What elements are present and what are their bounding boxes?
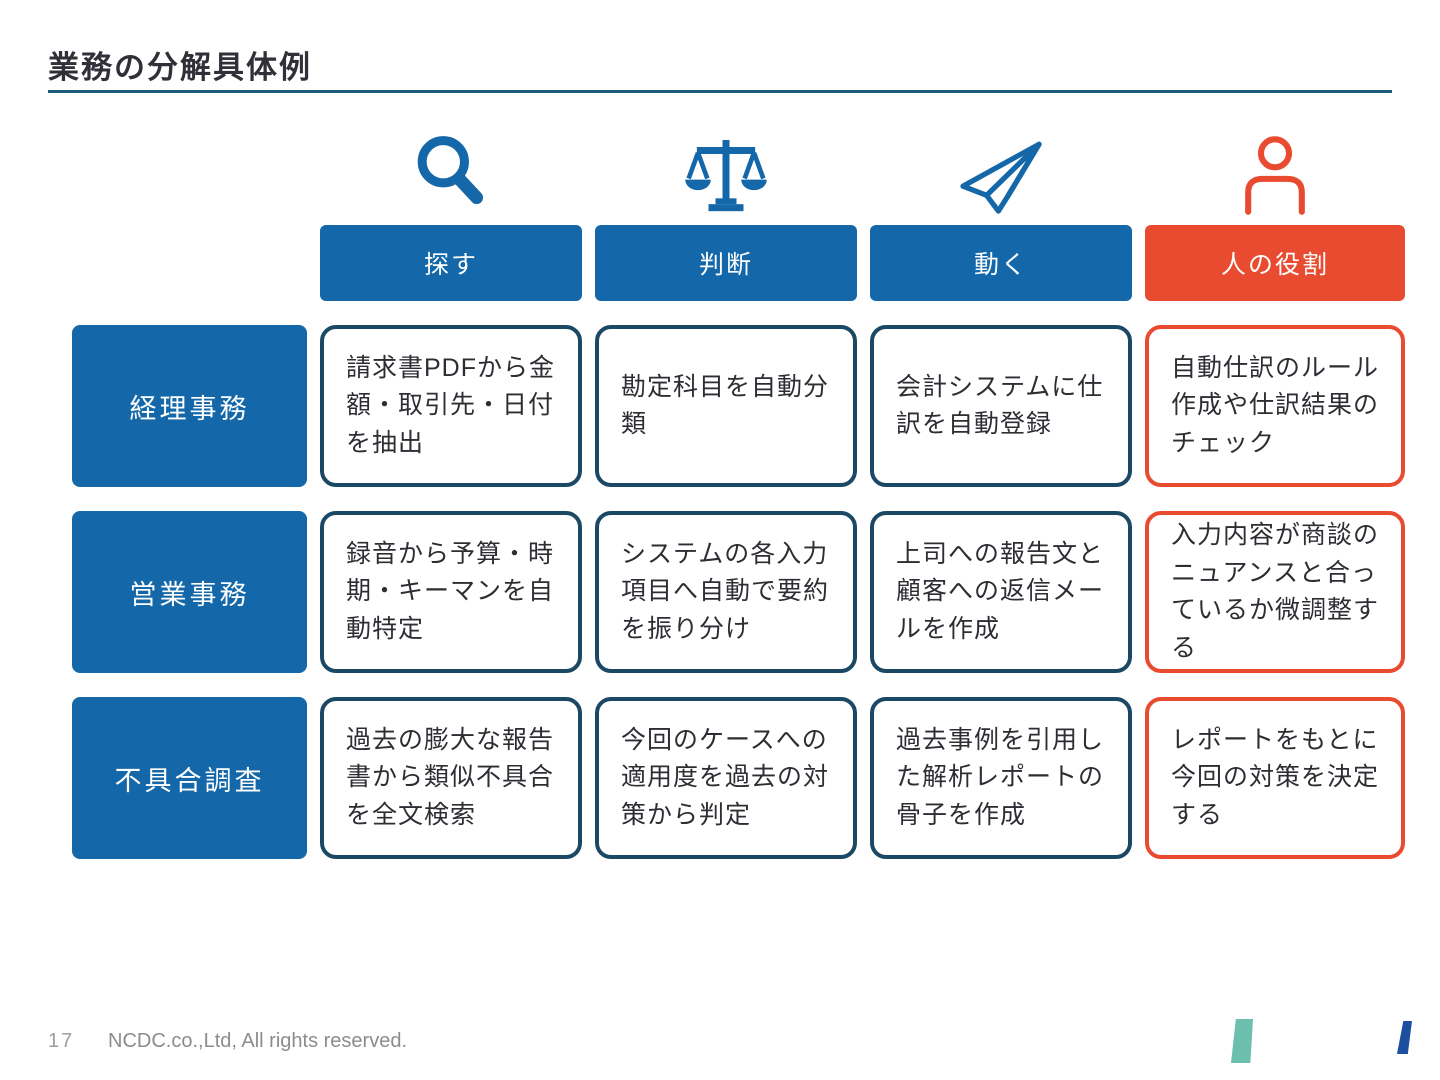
row-label-sales: 営業事務 [72,511,307,673]
col-header-search: 探す [320,225,582,301]
title-underline [48,90,1392,93]
copyright-text: NCDC.co.,Ltd, All rights reserved. [108,1030,407,1052]
col-header-human-role: 人の役割 [1145,225,1405,301]
logo-shape-teal [1231,1019,1253,1063]
spacer [72,225,307,301]
scales-icon [685,140,767,212]
matrix-cell-defect-search: 過去の膨大な報告書から類似不具合を全文検索 [320,697,582,859]
row-label-accounting: 経理事務 [72,325,307,487]
matrix-cell-accounting-human-role: 自動仕訳のルール作成や仕訳結果のチェック [1145,325,1405,487]
search-column-icon-cell [320,131,582,205]
matrix-cell-defect-judge: 今回のケースへの適用度を過去の対策から判定 [595,697,857,859]
spacer [72,131,307,201]
matrix-cell-sales-act: 上司への報告文と顧客への返信メールを作成 [870,511,1132,673]
logo-shape-blue [1397,1021,1412,1054]
person-icon [1245,136,1305,215]
human-role-column-icon-cell [1145,131,1405,215]
matrix-cell-sales-human-role: 入力内容が商談のニュアンスと合っているか微調整する [1145,511,1405,673]
judge-column-icon-cell [595,131,857,212]
row-label-defect-investigation: 不具合調査 [72,697,307,859]
page-number: 17 [48,1030,75,1052]
act-column-icon-cell [870,131,1132,214]
matrix-cell-accounting-search: 請求書PDFから金額・取引先・日付を抽出 [320,325,582,487]
page-title: 業務の分解具体例 [48,50,312,85]
matrix-cell-defect-act: 過去事例を引用した解析レポートの骨子を作成 [870,697,1132,859]
paper-plane-icon [960,141,1042,214]
col-header-act: 動く [870,225,1132,301]
col-header-judge: 判断 [595,225,857,301]
magnifier-icon [417,136,484,205]
matrix-cell-accounting-act: 会計システムに仕訳を自動登録 [870,325,1132,487]
matrix-cell-accounting-judge: 勘定科目を自動分類 [595,325,857,487]
matrix-cell-sales-judge: システムの各入力項目へ自動で要約を振り分け [595,511,857,673]
matrix-cell-defect-human-role: レポートをもとに今回の対策を決定する [1145,697,1405,859]
matrix-cell-sales-search: 録音から予算・時期・キーマンを自動特定 [320,511,582,673]
task-decomposition-matrix: 探す 判断 動く 人の役割 経理事務 請求書PDFから金額・取引先・日付を抽出 … [72,131,1405,859]
